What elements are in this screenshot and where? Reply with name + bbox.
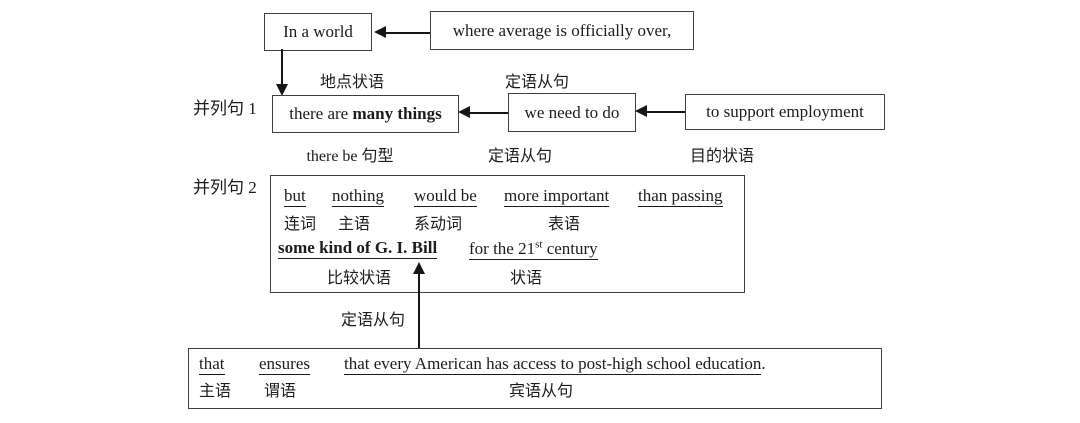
label-linking-verb: 系动词 (414, 216, 463, 233)
box-where-clause-text: where average is officially over, (452, 20, 672, 40)
word-gi-bill: some kind of G. I. Bill (278, 238, 438, 259)
arrowhead-left-icon (635, 105, 647, 117)
label-predicate-bottom: 谓语 (264, 383, 297, 400)
box-that-clause: that ensures that every American has acc… (188, 348, 882, 409)
label-attributive-clause-mid: 定语从句 (487, 148, 552, 165)
arrow-line (386, 32, 430, 34)
arrowhead-left-icon (374, 26, 386, 38)
century-part1: for the 21 (469, 238, 536, 258)
century-sup: st (535, 238, 543, 250)
label-attributive-clause-top: 定语从句 (504, 74, 569, 91)
label-subject: 主语 (338, 216, 371, 233)
box-we-need-to-do: we need to do (508, 93, 636, 132)
arrow-line (418, 273, 420, 348)
label-adverbial: 状语 (510, 270, 543, 287)
label-purpose-adverbial: 目的状语 (689, 148, 754, 165)
arrow-line (647, 111, 685, 113)
word-that: that (199, 354, 225, 375)
there-are-prefix: there are (289, 104, 353, 123)
arrow-line (470, 112, 508, 114)
label-object-clause: 宾语从句 (508, 383, 573, 400)
arrowhead-left-icon (458, 106, 470, 118)
label-coordinate-clause-1: 并列句 1 (193, 99, 257, 118)
label-predicative: 表语 (548, 216, 581, 233)
word-object-clause: that every American has access to post-h… (344, 354, 766, 375)
label-coordinate-clause-2: 并列句 2 (193, 178, 257, 197)
word-ensures: ensures (259, 354, 310, 375)
label-conjunction: 连词 (284, 216, 317, 233)
word-than-passing: than passing (638, 186, 723, 207)
arrowhead-up-icon (413, 262, 425, 274)
there-are-bold: many things (352, 104, 442, 123)
box-we-need-text: we need to do (524, 102, 620, 122)
word-but: but (284, 186, 306, 207)
box-where-clause: where average is officially over, (430, 11, 694, 50)
century-part2: century (542, 238, 598, 258)
word-more-important: more important (504, 186, 610, 207)
box-there-are-text: there are many things (289, 104, 442, 124)
box-in-a-world: In a world (264, 13, 372, 51)
box-to-support-text: to support employment (706, 102, 864, 121)
word-would-be: would be (414, 186, 477, 207)
word-nothing: nothing (332, 186, 384, 207)
label-comparative-adverbial: 比较状语 (327, 270, 392, 287)
label-attributive-clause-arrow: 定语从句 (340, 312, 405, 329)
box-to-support-employment: to support employment (685, 94, 885, 130)
label-location-adverbial: 地点状语 (319, 74, 384, 91)
label-there-be-pattern: there be 句型 (306, 148, 394, 165)
word-21st-century: for the 21st century (469, 238, 598, 260)
label-subject-bottom: 主语 (199, 383, 232, 400)
box-in-a-world-text: In a world (283, 22, 353, 41)
box-there-are-many-things: there are many things (272, 95, 459, 133)
box-clause2-analysis: but nothing would be more important than… (270, 175, 745, 293)
arrowhead-down-icon (276, 84, 288, 96)
arrow-line (281, 49, 283, 87)
period: . (761, 354, 766, 373)
